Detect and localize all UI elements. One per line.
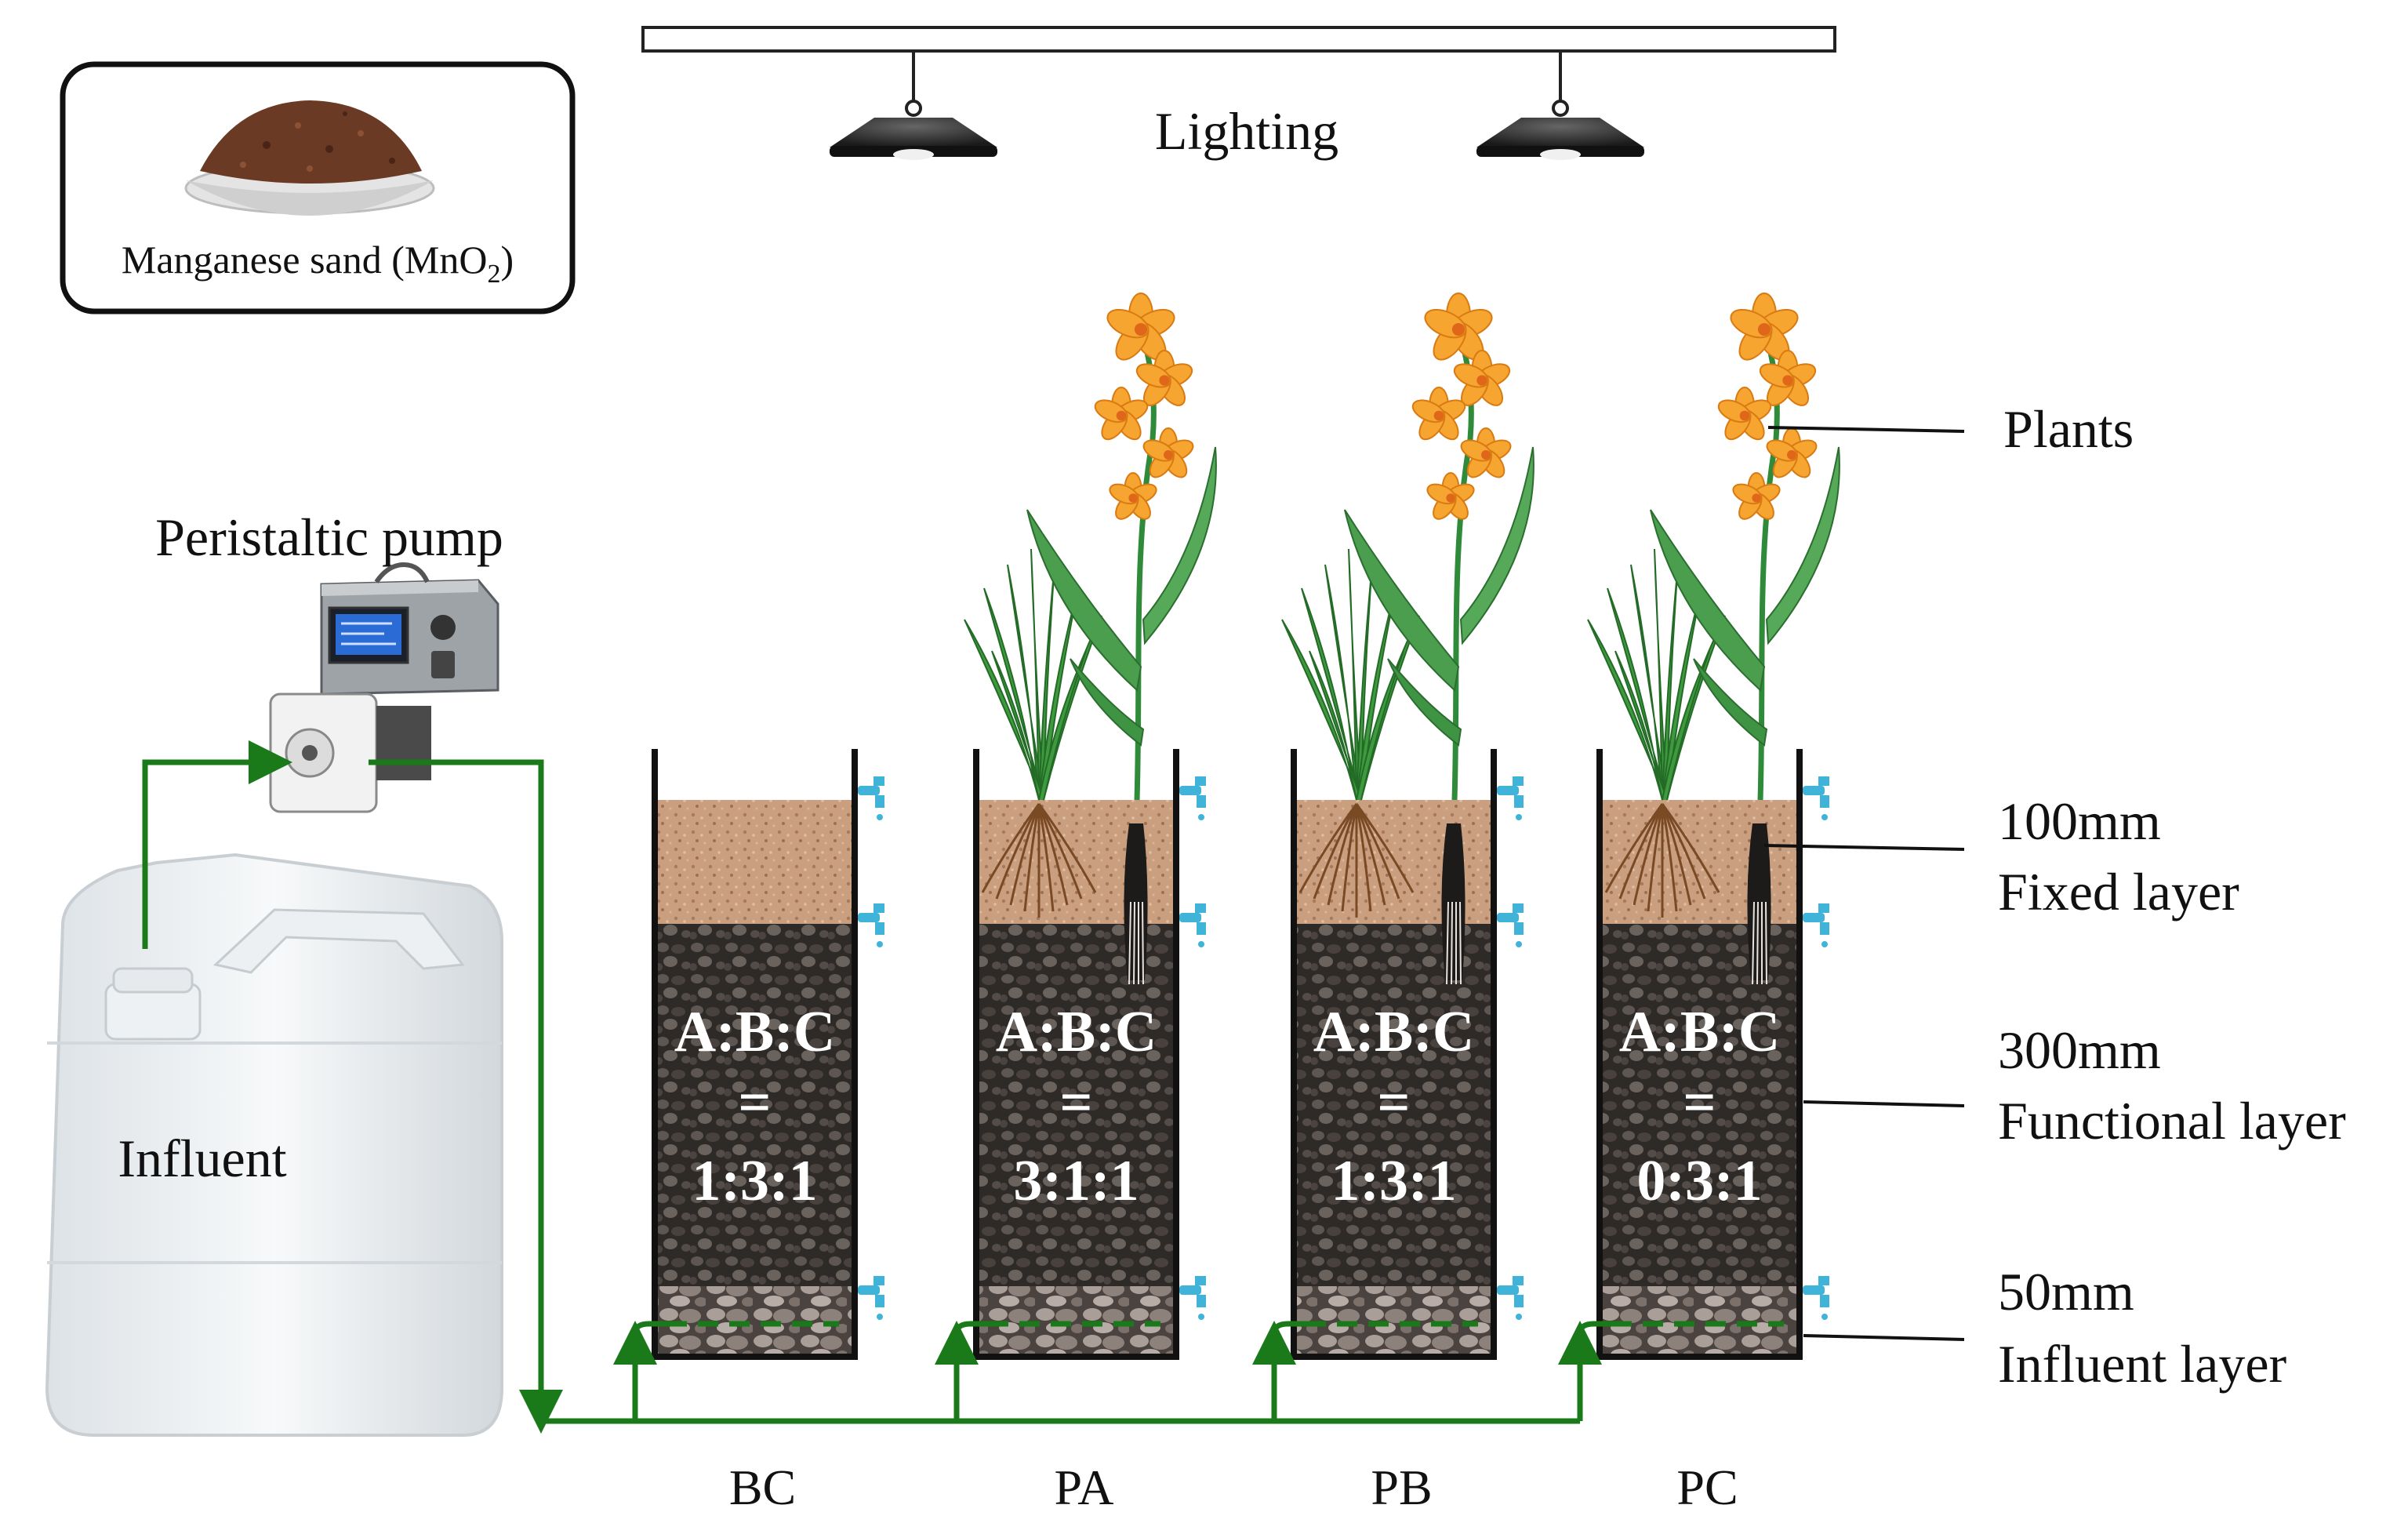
fixed-layer-name: Fixed layer (1998, 862, 2239, 921)
pump-outlet-pipe (369, 759, 563, 1434)
fixed-layer-thickness: 100mm (1998, 791, 2161, 851)
column-wall (652, 749, 858, 1360)
column-wall (1291, 749, 1497, 1360)
tap-bottom-icon (858, 1276, 884, 1320)
fixed-layer (655, 800, 855, 924)
lamp-right-icon (1476, 51, 1644, 160)
light-bar (641, 26, 1836, 53)
manganese-sand-bowl-icon (184, 100, 435, 216)
pump-inlet-pipe (142, 740, 292, 949)
riser-elbow (1271, 1321, 1306, 1334)
column-wall (973, 749, 1179, 1360)
plants-label: Plants (2003, 399, 2134, 459)
layer-annotations: Plants 100mm Fixed layer 300mm Functiona… (1763, 399, 2346, 1394)
column-label: PA (1055, 1459, 1114, 1515)
influent-pipe-network (142, 740, 1611, 1434)
plants-group (964, 293, 1840, 985)
tap-top-icon (1803, 776, 1829, 820)
tap-middle-icon (858, 903, 884, 947)
wetland-columns: A:B:C = 1:3:1BC A:B:C = 3:1:1PA A:B:C = 1:3:1PB A… (652, 749, 1829, 1515)
influent-layer (1294, 1286, 1494, 1357)
ratio-heading: A:B:C (1313, 1000, 1475, 1064)
influent-layer-name: Influent layer (1998, 1334, 2287, 1394)
tap-top-icon (858, 776, 884, 820)
column-label: PB (1371, 1459, 1432, 1515)
ratio-value: 0:3:1 (1636, 1149, 1762, 1213)
fixed-layer-leader-line (1763, 844, 1965, 851)
peristaltic-pump: Peristaltic pump (155, 507, 503, 813)
ratio-value: 1:3:1 (1331, 1149, 1456, 1213)
influent-layer (655, 1286, 855, 1357)
ratio-heading: A:B:C (674, 1000, 836, 1064)
riser-elbow (953, 1321, 988, 1334)
ratio-heading: A:B:C (1619, 1000, 1781, 1064)
canna-plant-icon (964, 293, 1217, 985)
ratio-equals: = (738, 1071, 771, 1135)
tap-middle-icon (1497, 903, 1524, 947)
functional-layer-leader-line (1803, 1100, 1965, 1107)
column-pc: A:B:C = 0:3:1PC (1596, 749, 1829, 1515)
lighting-rig: Lighting (641, 26, 1836, 161)
functional-layer (655, 924, 855, 1286)
column-label: PC (1676, 1459, 1738, 1515)
manganese-sand-inset: Manganese sand (MnO2) (60, 61, 576, 314)
tap-top-icon (1179, 776, 1206, 820)
functional-layer-name: Functional layer (1998, 1091, 2346, 1150)
tap-bottom-icon (1497, 1276, 1524, 1320)
manganese-sand-label: Manganese sand (MnO2) (122, 238, 514, 289)
column-bc: A:B:C = 1:3:1BC (652, 749, 884, 1515)
lighting-label: Lighting (1155, 101, 1338, 161)
tap-bottom-icon (1803, 1276, 1829, 1320)
ratio-heading: A:B:C (996, 1000, 1157, 1064)
influent-label: Influent (118, 1129, 286, 1188)
influent-jug: Influent (45, 852, 503, 1437)
influent-layer (976, 1286, 1176, 1357)
riser-elbow (1577, 1321, 1611, 1334)
ratio-value: 3:1:1 (1013, 1149, 1139, 1213)
tap-bottom-icon (1179, 1276, 1206, 1320)
ratio-equals: = (1683, 1071, 1716, 1135)
influent-layer-leader-line (1803, 1334, 1965, 1341)
influent-layer-thickness: 50mm (1998, 1262, 2134, 1321)
peristaltic-pump-label: Peristaltic pump (155, 507, 503, 567)
plants-leader-line (1767, 426, 1965, 433)
canna-plant-icon (1587, 293, 1840, 985)
ratio-value: 1:3:1 (692, 1149, 817, 1213)
ratio-equals: = (1059, 1071, 1092, 1135)
ratio-equals: = (1377, 1071, 1410, 1135)
tap-middle-icon (1803, 903, 1829, 947)
riser-elbow (632, 1321, 666, 1334)
lamp-left-icon (830, 51, 997, 160)
functional-layer-thickness: 300mm (1998, 1020, 2161, 1080)
tap-top-icon (1497, 776, 1524, 820)
influent-layer (1600, 1286, 1800, 1357)
column-label: BC (729, 1459, 796, 1515)
tap-middle-icon (1179, 903, 1206, 947)
column-wall (1596, 749, 1803, 1360)
canna-plant-icon (1281, 293, 1535, 985)
